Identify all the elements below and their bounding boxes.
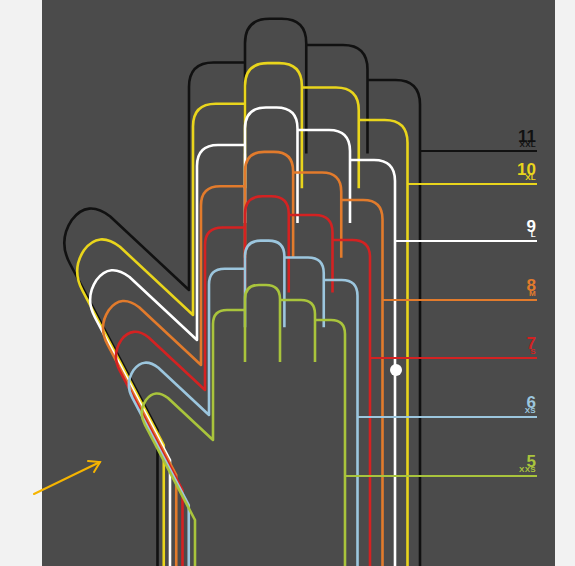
hand-outline-8	[103, 152, 382, 566]
size-letter: S	[530, 348, 536, 356]
size-letter: XXS	[519, 466, 536, 474]
hand-outline-7	[116, 196, 370, 566]
size-letter: XL	[525, 174, 536, 182]
pointer-arrow	[34, 461, 100, 494]
leader-lines	[345, 151, 537, 476]
size-letter: M	[529, 290, 536, 298]
panel-background	[42, 0, 555, 566]
size-letter: XXL	[520, 141, 536, 149]
hand-outline-9	[90, 108, 395, 566]
hand-outline-6	[129, 241, 358, 566]
marker-dot	[390, 364, 402, 376]
hand-outline-11	[64, 19, 420, 566]
size-letter: L	[531, 231, 536, 239]
hand-outline-5	[142, 285, 345, 566]
hand-outline-10	[77, 63, 407, 566]
size-letter: XS	[525, 407, 536, 415]
